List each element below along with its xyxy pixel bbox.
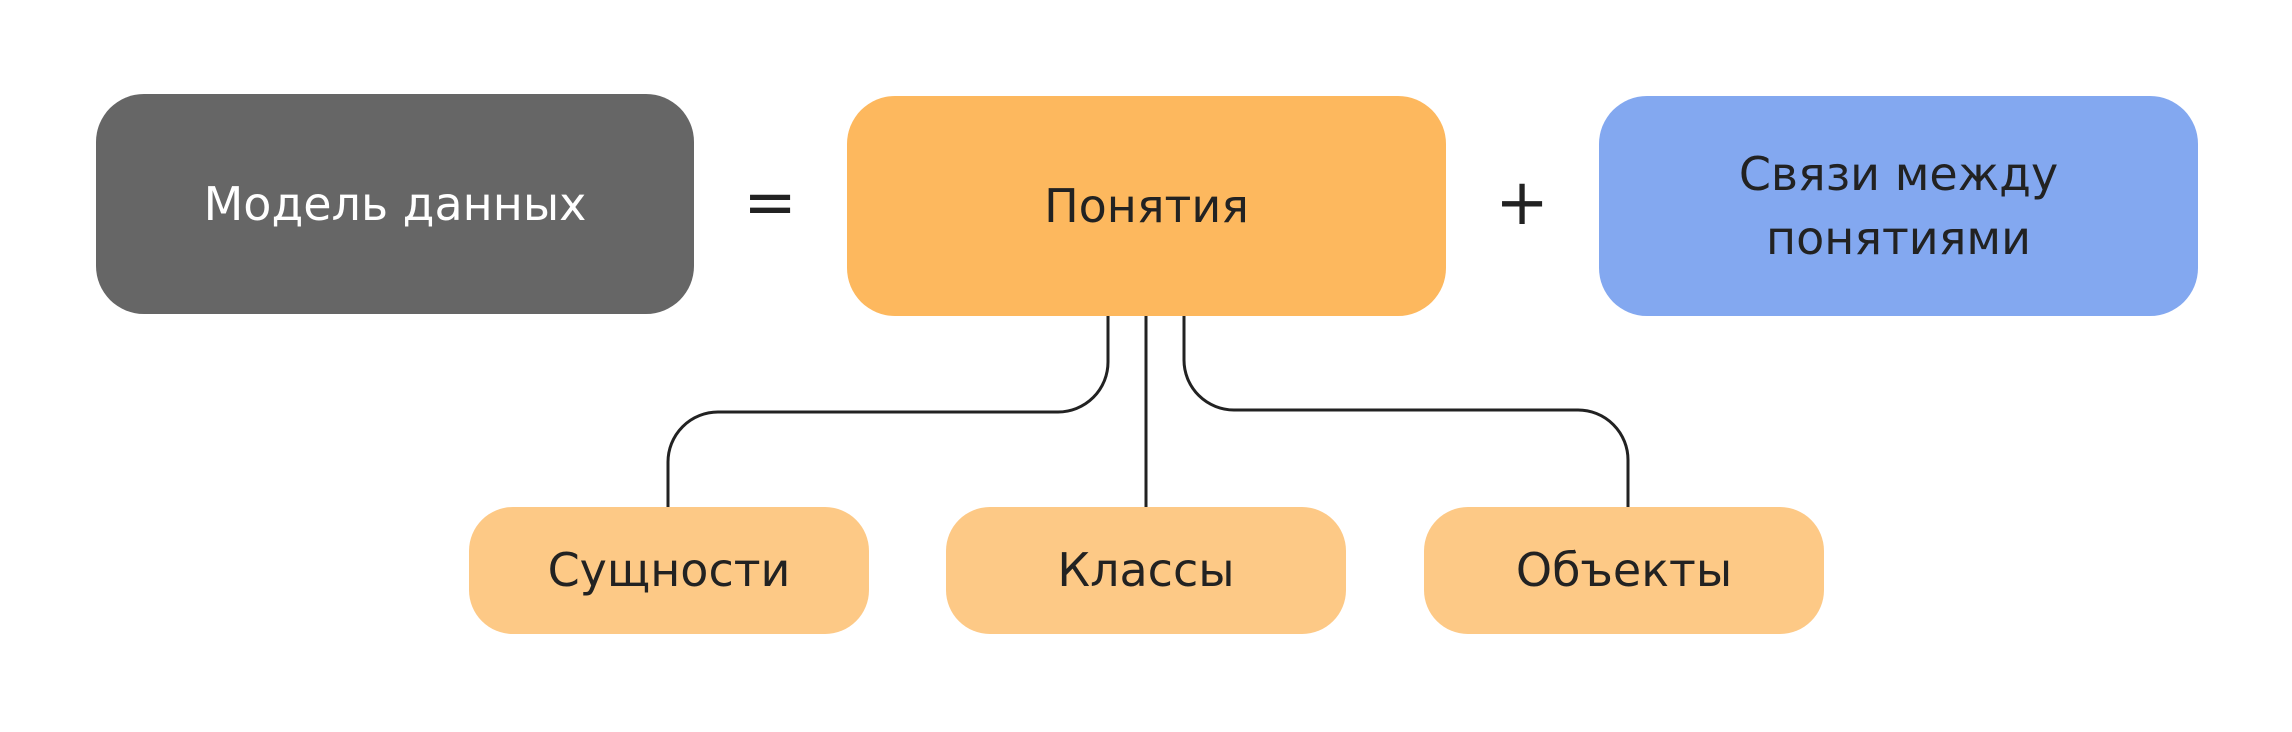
connector-objects <box>1182 312 1630 508</box>
data-model-box: Модель данных <box>96 94 694 314</box>
objects-label: Объекты <box>1515 543 1733 598</box>
data-model-label: Модель данных <box>203 176 587 231</box>
concepts-box: Понятия <box>847 96 1446 316</box>
classes-label: Классы <box>1057 543 1235 598</box>
plus-sign: + <box>1495 166 1549 240</box>
entities-box: Сущности <box>469 507 869 634</box>
classes-box: Классы <box>946 507 1346 634</box>
objects-box: Объекты <box>1424 507 1824 634</box>
equals-sign: = <box>743 166 797 240</box>
connector-entities <box>666 312 1110 508</box>
entities-label: Сущности <box>547 543 791 598</box>
relations-box: Связи между понятиями <box>1599 96 2198 316</box>
relations-label: Связи между понятиями <box>1738 146 2059 265</box>
concepts-label: Понятия <box>1044 178 1249 233</box>
